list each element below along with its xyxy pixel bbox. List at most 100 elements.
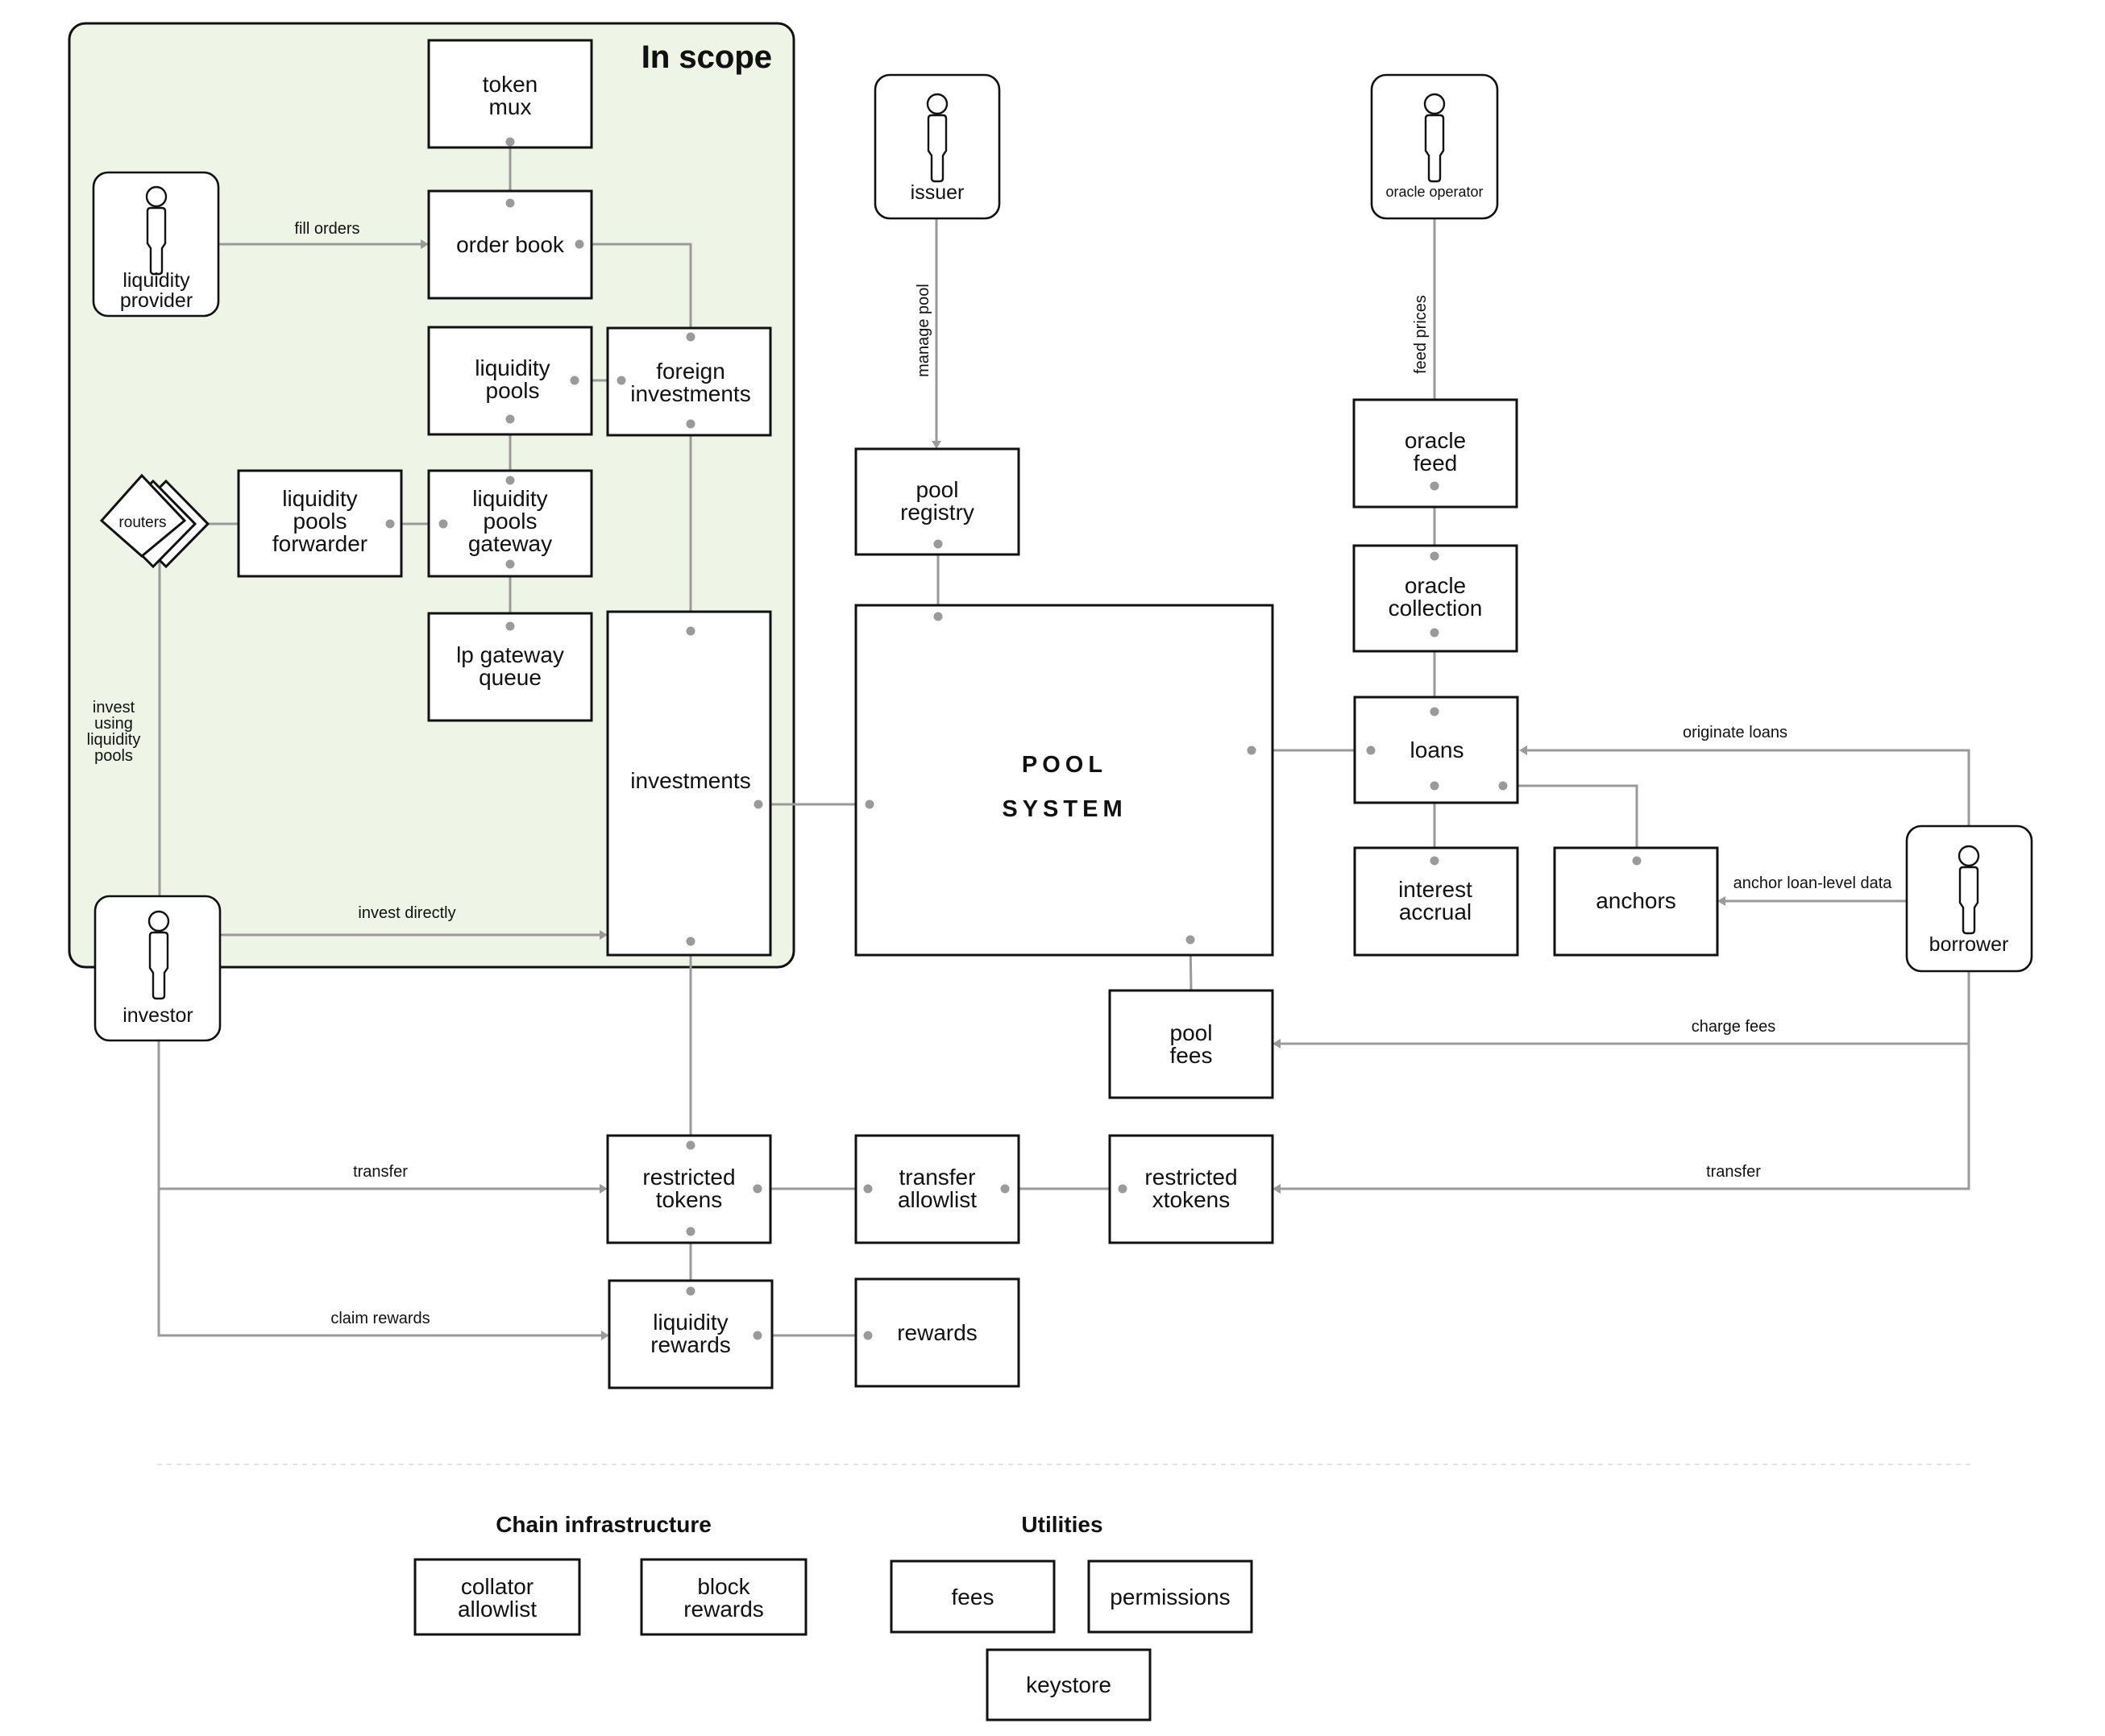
svg-text:keystore: keystore [1026, 1672, 1111, 1697]
actor-investor[interactable]: investor [93, 895, 222, 1042]
component-pool-system[interactable]: POOL SYSTEM [854, 604, 1274, 957]
arrowhead [600, 930, 608, 940]
component-liquidity-pools-gateway[interactable]: liquidity pools gateway [427, 469, 593, 578]
svg-text:pools: pools [293, 509, 347, 534]
svg-text:gateway: gateway [468, 531, 552, 556]
component-restricted-xtokens[interactable]: restricted xtokens [1108, 1134, 1274, 1244]
component-block-rewards[interactable]: block rewards [640, 1558, 808, 1636]
svg-text:pools: pools [486, 378, 540, 403]
in-scope-title-overlay: In scope [641, 39, 772, 75]
component-oracle-collection[interactable]: oracle collection [1352, 544, 1518, 653]
component-pool-fees[interactable]: pool fees [1108, 989, 1274, 1099]
svg-text:order book: order book [456, 232, 565, 257]
component-order-book[interactable]: order book [427, 189, 593, 300]
svg-text:fees: fees [1170, 1043, 1213, 1068]
edge-transfer-borrower [1277, 971, 1970, 1190]
utilities-title: Utilities [1021, 1512, 1102, 1537]
label-manage-pool: manage pool [915, 284, 932, 377]
svg-text:liquidity: liquidity [653, 1310, 728, 1335]
component-restricted-tokens[interactable]: restricted tokens [606, 1134, 772, 1244]
component-liquidity-pools[interactable]: liquidity pools [427, 326, 593, 436]
component-token-mux[interactable]: token mux [427, 39, 593, 149]
component-liquidity-pools-forwarder[interactable]: liquidity pools forwarder [237, 469, 403, 578]
arrowhead [421, 239, 429, 249]
chain-infrastructure-title: Chain infrastructure [496, 1512, 712, 1537]
component-interest-accrual[interactable]: interest accrual [1353, 846, 1519, 957]
label-invest-directly: invest directly [358, 904, 455, 922]
svg-text:collection: collection [1389, 596, 1483, 621]
in-scope-title: In scope [641, 39, 772, 75]
label-transfer-investor: transfer [353, 1163, 408, 1181]
label-originate-loans: originate loans [1683, 724, 1787, 741]
component-routers[interactable]: routers [99, 473, 210, 569]
component-investments[interactable]: investments [606, 610, 772, 957]
component-pool-registry[interactable]: pool registry [854, 447, 1020, 556]
svg-text:pool: pool [916, 477, 959, 502]
component-oracle-feed[interactable]: oracle feed [1352, 398, 1518, 509]
svg-text:tokens: tokens [656, 1187, 723, 1212]
svg-text:provider: provider [120, 289, 193, 312]
label-anchor-loan-level-data: anchor loan-level data [1733, 874, 1893, 892]
component-rewards[interactable]: rewards [854, 1277, 1020, 1388]
label-feed-prices: feed prices [1412, 295, 1430, 374]
component-liquidity-rewards[interactable]: liquidity rewards [608, 1279, 774, 1389]
label-invest-using-3: liquidity [87, 731, 141, 749]
edge-order-book-foreign-investments [579, 243, 692, 337]
actor-issuer[interactable]: issuer [874, 73, 1001, 220]
svg-text:oracle operator: oracle operator [1385, 184, 1483, 200]
svg-text:restricted: restricted [1144, 1165, 1237, 1190]
svg-text:forwarder: forwarder [272, 531, 367, 556]
svg-text:accrual: accrual [1399, 899, 1472, 924]
svg-text:routers: routers [118, 514, 166, 531]
svg-text:rewards: rewards [650, 1332, 731, 1357]
arrowhead [601, 1331, 609, 1340]
edge-claim-rewards [157, 1040, 604, 1337]
svg-text:feed: feed [1414, 451, 1458, 476]
actor-liquidity-provider[interactable]: liquidity provider [92, 171, 220, 318]
edge-originate-loans [1524, 749, 1970, 826]
label-invest-using-2: using [94, 715, 133, 733]
svg-text:allowlist: allowlist [458, 1597, 537, 1622]
svg-text:liquidity: liquidity [475, 355, 550, 380]
svg-text:liquidity: liquidity [472, 486, 547, 511]
svg-text:fees: fees [952, 1584, 994, 1609]
connector-dots [385, 137, 1642, 1340]
svg-text:oracle: oracle [1405, 428, 1466, 453]
svg-text:liquidity: liquidity [282, 486, 357, 511]
component-foreign-investments[interactable]: foreign investments [606, 326, 772, 437]
actor-borrower[interactable]: borrower [1905, 824, 2033, 973]
label-fill-orders: fill orders [294, 220, 359, 238]
svg-text:mux: mux [489, 94, 532, 119]
svg-text:pool: pool [1170, 1020, 1213, 1045]
actors: liquidity provider investor issuer oracl… [92, 73, 2033, 1042]
label-invest-using-1: invest [93, 699, 135, 716]
actor-oracle-operator[interactable]: oracle operator [1370, 73, 1499, 220]
edge-labels: fill orders invest using liquidity pools… [87, 220, 1893, 1327]
component-collator-allowlist[interactable]: collator allowlist [413, 1558, 581, 1636]
svg-text:investments: investments [630, 768, 750, 793]
connectors [157, 142, 1970, 1340]
component-permissions[interactable]: permissions [1087, 1559, 1253, 1634]
svg-text:rewards: rewards [897, 1320, 978, 1345]
components: token mux order book liquidity pools for… [99, 39, 1719, 1389]
svg-text:block: block [697, 1574, 750, 1599]
arrowhead [1717, 896, 1725, 906]
svg-text:investor: investor [122, 1004, 193, 1027]
edge-loans-anchors [1503, 784, 1638, 861]
svg-text:interest: interest [1398, 877, 1472, 902]
component-fees[interactable]: fees [890, 1559, 1056, 1634]
component-lp-gateway-queue[interactable]: lp gateway queue [427, 612, 593, 722]
svg-text:liquidity: liquidity [122, 269, 190, 292]
svg-text:token: token [483, 72, 538, 97]
label-charge-fees: charge fees [1692, 1018, 1776, 1036]
legend-chain-infrastructure: Chain infrastructure collator allowlist … [413, 1512, 808, 1636]
component-transfer-allowlist[interactable]: transfer allowlist [854, 1134, 1020, 1244]
component-anchors[interactable]: anchors [1553, 846, 1719, 957]
svg-text:oracle: oracle [1405, 573, 1466, 598]
svg-text:investments: investments [630, 381, 750, 406]
component-keystore[interactable]: keystore [986, 1648, 1152, 1721]
arrowhead [1273, 1039, 1281, 1049]
svg-text:permissions: permissions [1110, 1584, 1230, 1609]
arrowhead [1273, 1184, 1281, 1194]
